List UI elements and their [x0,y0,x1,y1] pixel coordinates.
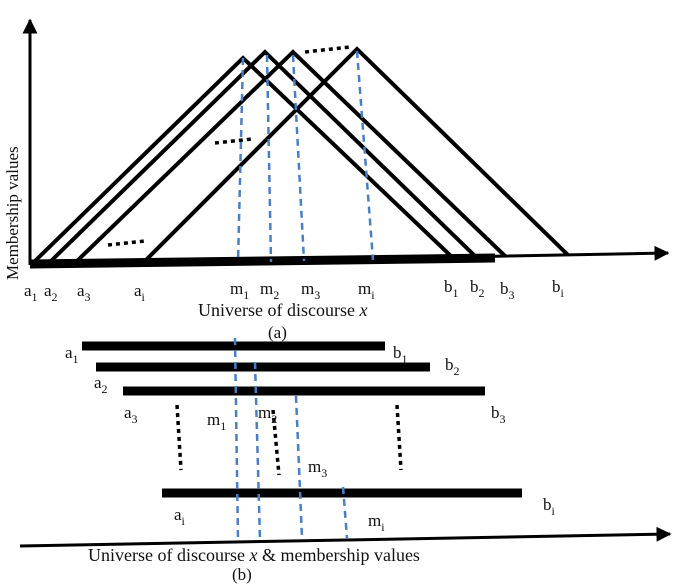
triangle-2 [48,49,477,264]
m3-line-a [291,54,306,262]
b-label-m1: m1 [207,410,226,433]
label-b2: b2 [470,277,485,300]
label-a2: a2 [44,281,58,304]
label-ai: ai [134,281,146,304]
label-m1: m1 [230,279,249,302]
label-bi: bi [552,277,565,300]
b-label-a1: a1 [65,343,79,366]
b-label-m2: m2 [258,403,277,426]
m2-line-a [265,54,273,263]
label-b3: b3 [500,279,515,302]
axis-b [19,526,672,548]
ellipsis-vertical-3 [395,404,403,471]
ellipsis-middle [214,137,253,145]
x-axis-label-a: Universe of discourse x [198,300,367,320]
ellipsis-bottom [107,239,146,247]
m2-line-b [253,361,262,541]
caption-a: (a) [268,323,287,342]
b-label-mi: mi [368,511,385,534]
label-m3: m3 [301,279,320,302]
b-label-m3: m3 [308,457,327,480]
axis-label-b: Universe of discourse x & membership val… [88,545,420,565]
label-b1: b1 [444,277,459,300]
ellipsis-vertical-2 [271,409,281,476]
mi-line-b [341,486,349,539]
caption-b: (b) [232,565,252,584]
b-label-a3: a3 [124,403,138,426]
y-axis-label: Membership values [3,146,22,280]
b-label-bi: bi [543,495,556,518]
panel-b: a1 b1 b2 a2 a3 b3 m1 m2 m3 ai bi mi Univ… [19,337,672,584]
b-label-b3: b3 [491,403,506,426]
panel-a: Membership values a1 a2 a3 ai m1 m2 m3 m… [3,18,670,342]
b-label-b2: b2 [445,355,460,378]
m3-line-b [294,395,304,539]
ellipsis-top [304,45,351,54]
label-a3: a3 [77,281,91,304]
b-label-b1: b1 [393,343,408,366]
x-axis-thick-segment [29,253,496,269]
triangle-i [144,46,570,262]
mi-line-a [355,50,375,261]
m1-line-b [233,337,240,541]
label-mi: mi [358,279,375,302]
triangle-3 [75,49,507,263]
ellipsis-vertical-1 [175,404,183,471]
label-m2: m2 [260,279,279,302]
b-label-a2: a2 [94,373,108,396]
label-a1: a1 [24,281,38,304]
m1-line-a [236,57,245,263]
b-label-ai: ai [174,505,186,528]
